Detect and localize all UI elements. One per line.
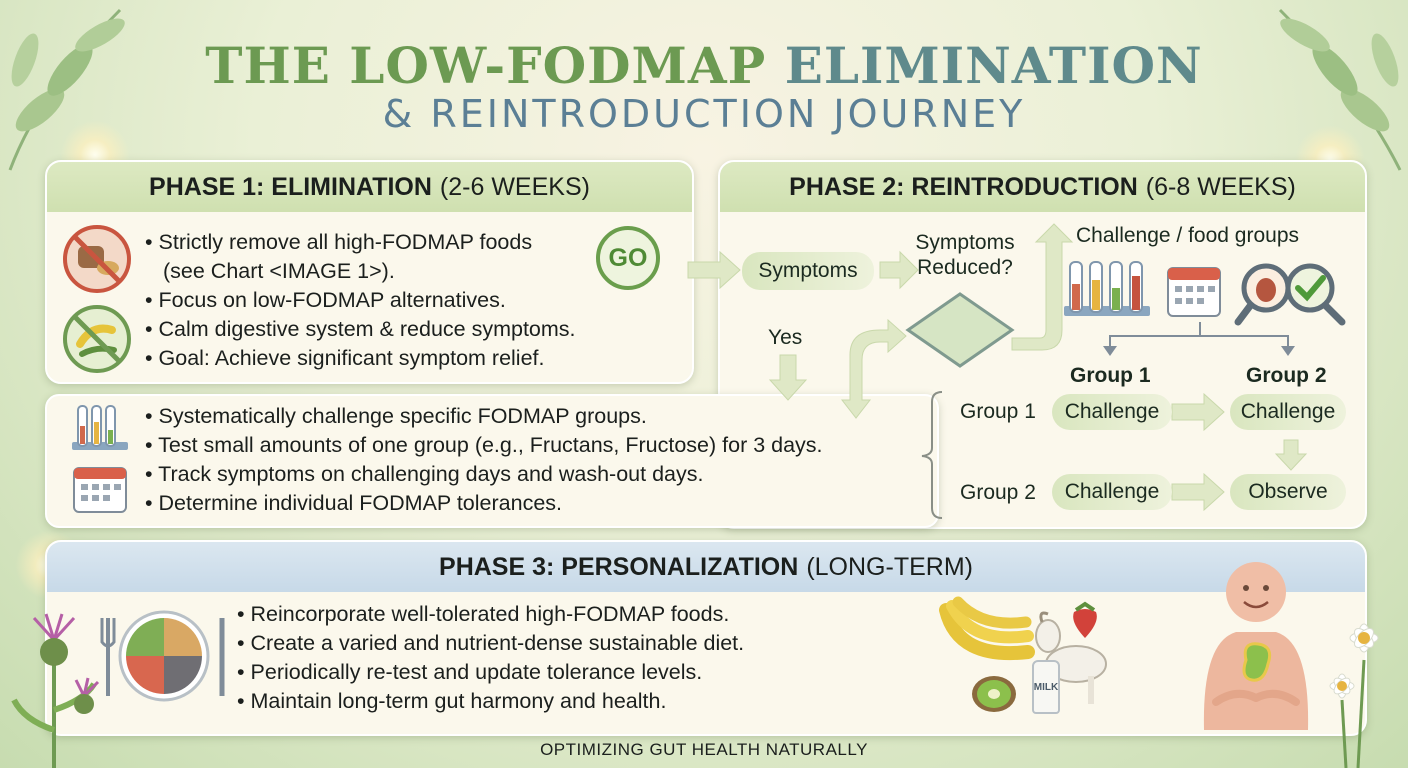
daisy-flower-icon	[1329, 623, 1379, 768]
list-item: Track symptoms on challenging days and w…	[145, 460, 823, 489]
phase1-bullets: Strictly remove all high-FODMAP foods (s…	[145, 228, 576, 373]
phase3-bullets: Reincorporate well-tolerated high-FODMAP…	[237, 600, 745, 716]
list-item: Periodically re-test and update toleranc…	[237, 658, 744, 687]
list-item: Calm digestive system & reduce symptoms.	[145, 315, 576, 344]
list-item: Reincorporate well-tolerated high-FODMAP…	[237, 600, 744, 629]
group1-heading: Group 1	[1070, 364, 1151, 387]
strawberry-icon	[1073, 601, 1097, 638]
list-item: Test small amounts of one group (e.g., F…	[145, 431, 822, 460]
challenge-pill: Challenge	[1230, 394, 1346, 430]
challenge-groups-title: Challenge / food groups	[1076, 224, 1299, 247]
healthy-gut-person-icon	[1203, 562, 1309, 730]
observe-pill: Observe	[1230, 474, 1346, 510]
bananas-icon	[939, 596, 1035, 660]
no-fruit-icon	[63, 305, 131, 373]
list-item: (see Chart <IMAGE 1>).	[163, 259, 395, 283]
leaf-branch-right-icon	[1278, 8, 1402, 171]
phase1-header: PHASE 1: ELIMINATION (2-6 WEEKS)	[47, 162, 692, 212]
thistle-flower-icon	[11, 613, 100, 768]
challenge-pill: Challenge	[1052, 394, 1172, 430]
test-tubes-icon	[1064, 261, 1150, 316]
balanced-plate-icon	[100, 610, 225, 702]
phase3-heading: PHASE 3: PERSONALIZATION	[439, 552, 799, 581]
page-title: THE LOW-FODMAP ELIMINATION	[0, 36, 1408, 95]
phase3-card: PHASE 3: PERSONALIZATION (LONG-TERM) Rei…	[45, 540, 1367, 736]
phase3-duration: (LONG-TERM)	[806, 552, 973, 581]
phase1-heading: PHASE 1: ELIMINATION	[149, 172, 432, 201]
milk-bottle: MILK	[1032, 660, 1060, 714]
phase1-card: PHASE 1: ELIMINATION (2-6 WEEKS) Strictl…	[45, 160, 694, 384]
list-item: Goal: Achieve significant symptom relief…	[145, 344, 576, 373]
row-label-group1: Group 1	[960, 400, 1036, 423]
challenge-pill: Challenge	[1052, 474, 1172, 510]
list-item: Strictly remove all high-FODMAP foods	[145, 228, 576, 257]
go-label: GO	[608, 243, 648, 272]
yes-label: Yes	[768, 326, 803, 349]
test-tubes-icon	[72, 405, 128, 450]
list-item: Create a varied and nutrient-dense susta…	[237, 629, 745, 658]
kiwi-icon	[972, 676, 1016, 712]
decision-diamond	[905, 292, 1015, 368]
row-label-group2: Group 2	[960, 481, 1036, 504]
list-item: Systematically challenge specific FODMAP…	[145, 402, 823, 431]
calendar-icon	[1167, 267, 1221, 317]
milk-label: MILK	[1033, 681, 1059, 693]
list-item: Determine individual FODMAP tolerances.	[145, 489, 823, 518]
calendar-icon	[73, 467, 127, 513]
no-bread-icon	[63, 225, 131, 293]
title-part-1: THE LOW-FODMAP	[205, 36, 767, 95]
phase2-duration: (6-8 WEEKS)	[1145, 172, 1296, 201]
list-item: Focus on low-FODMAP alternatives.	[145, 286, 576, 315]
list-item: Maintain long-term gut harmony and healt…	[237, 687, 744, 716]
phase2-heading: PHASE 2: REINTRODUCTION	[789, 172, 1138, 201]
symptoms-pill: Symptoms	[742, 252, 874, 290]
phase2-header: PHASE 2: REINTRODUCTION (6-8 WEEKS)	[720, 162, 1365, 212]
leaf-branch-left-icon	[8, 8, 125, 171]
phase2-details-card: Systematically challenge specific FODMAP…	[45, 394, 939, 528]
footer-tagline: OPTIMIZING GUT HEALTH NATURALLY	[540, 740, 868, 759]
title-part-2: ELIMINATION	[784, 36, 1203, 95]
group2-heading: Group 2	[1246, 364, 1327, 387]
magnifier-check-icon	[1234, 263, 1346, 326]
phase2-bullets: Systematically challenge specific FODMAP…	[145, 402, 823, 518]
page-subtitle: & REINTRODUCTION JOURNEY	[382, 92, 1026, 136]
phase3-header: PHASE 3: PERSONALIZATION (LONG-TERM)	[47, 542, 1365, 592]
phase1-duration: (2-6 WEEKS)	[439, 172, 590, 201]
symptoms-reduced-question: Symptoms Reduced?	[915, 231, 1015, 279]
go-badge: GO	[596, 226, 660, 290]
